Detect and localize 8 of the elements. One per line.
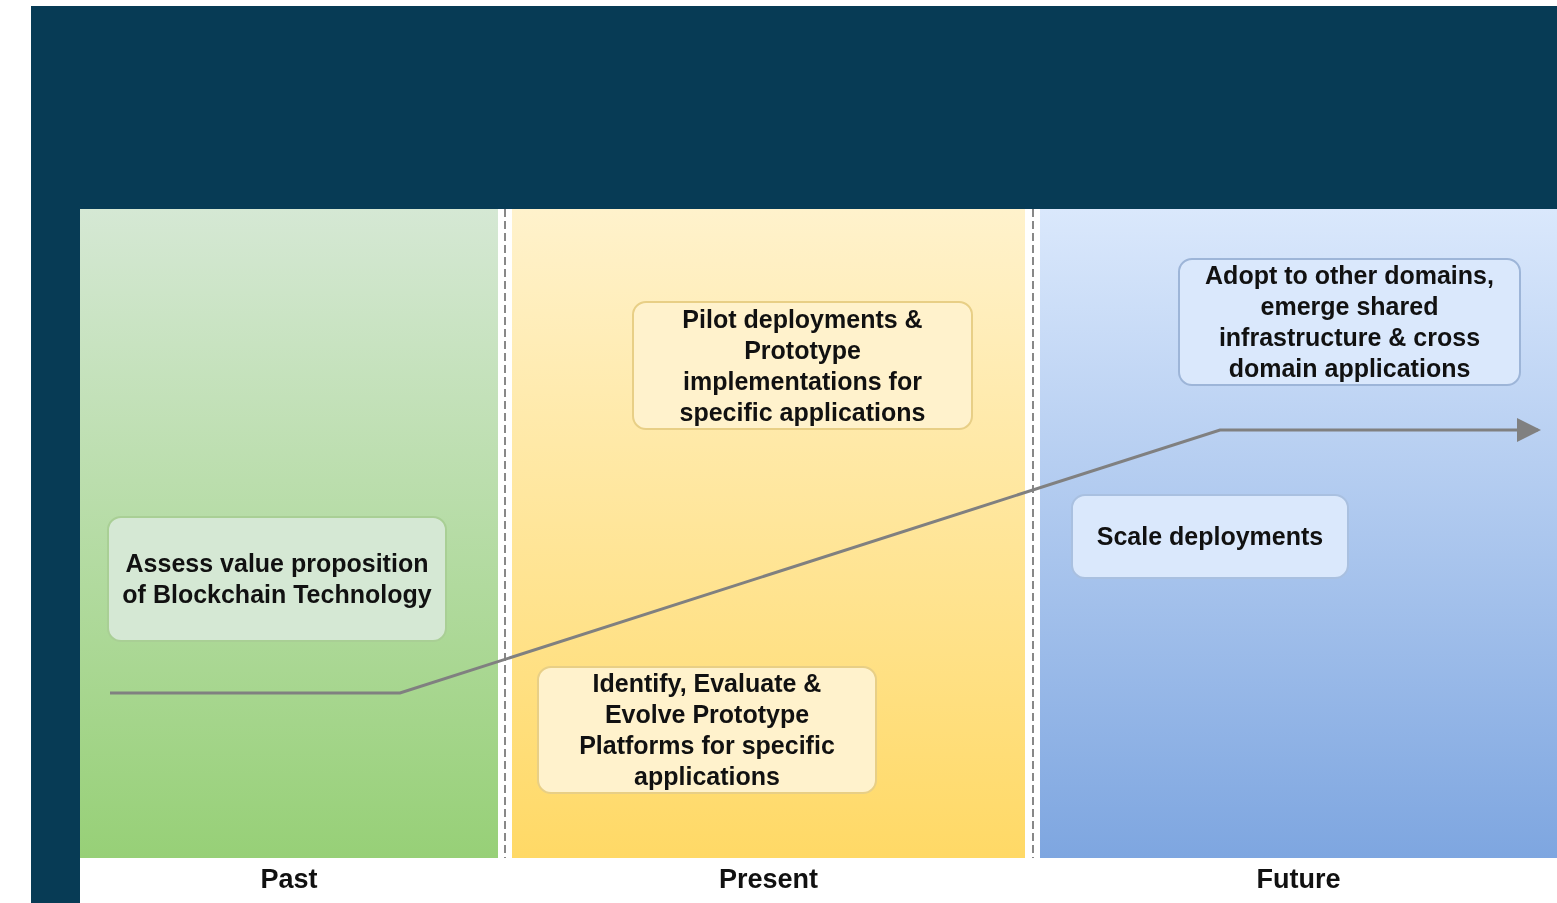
- period-label: Future: [1255, 864, 1342, 895]
- milestone-box: Pilot deployments & Prototype implementations for specific applications: [632, 301, 973, 430]
- period-label: Present: [717, 864, 820, 895]
- milestone-box: Adopt to other domains, emerge shared infrastructure & cross domain applications: [1178, 258, 1521, 386]
- milestone-box: Identify, Evaluate & Evolve Prototype Platforms for specific applications: [537, 666, 877, 794]
- milestone-box: Assess value proposition of Blockchain Technology: [107, 516, 447, 642]
- milestone-box: Scale deployments: [1071, 494, 1349, 579]
- period-label: Past: [259, 864, 319, 895]
